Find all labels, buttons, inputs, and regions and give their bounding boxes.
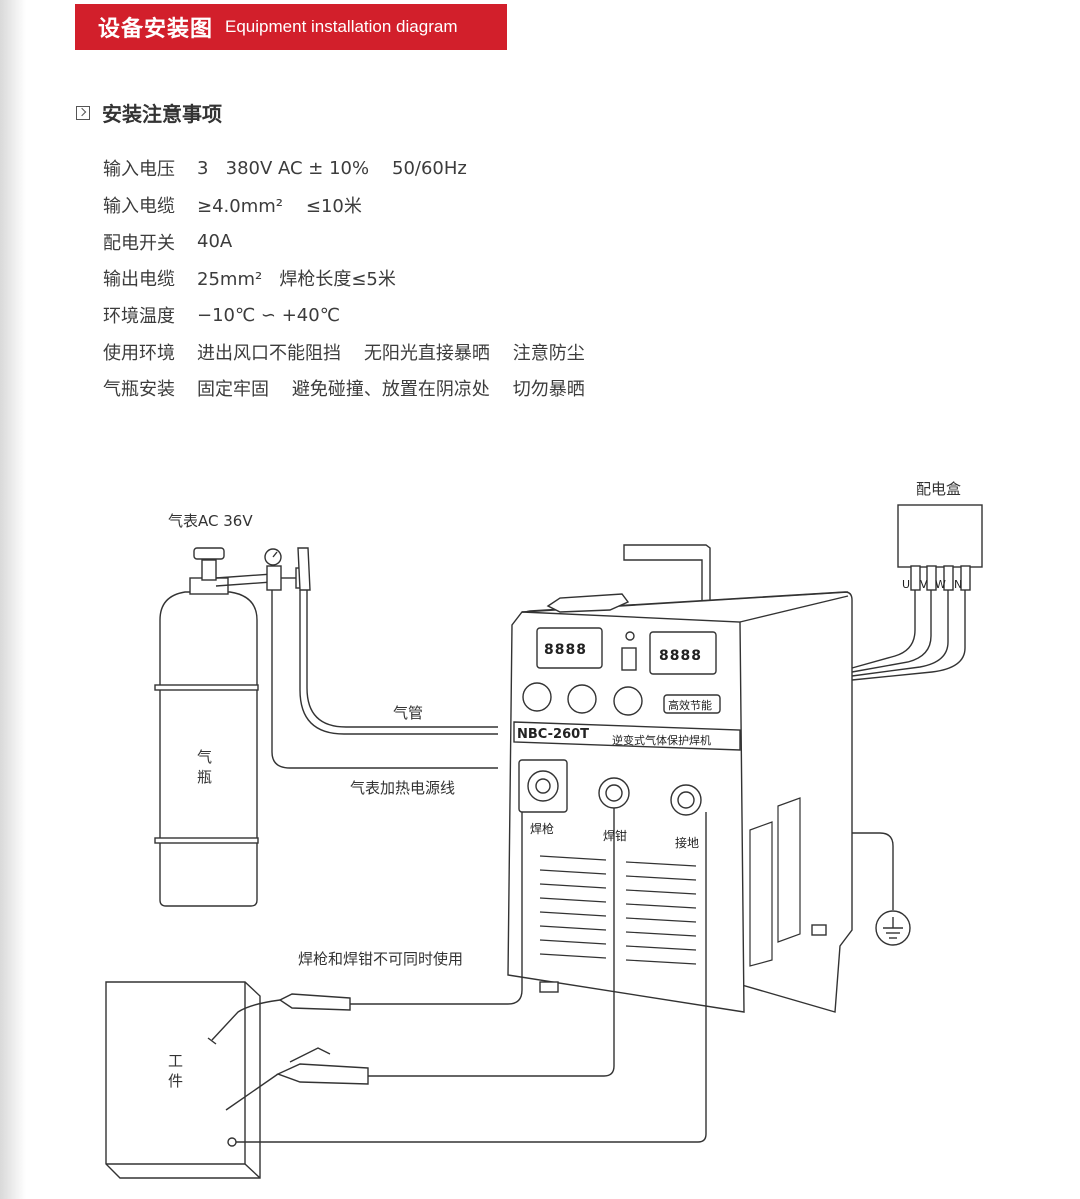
- gas-hose-label: 气管: [393, 704, 423, 722]
- spec-value: 固定牢固 避免碰撞、放置在阴凉处 切勿暴晒: [197, 379, 585, 401]
- heater-cable: 气表加热电源线: [271, 590, 498, 797]
- workpiece-label-1: 工: [168, 1052, 183, 1070]
- machine-model: NBC-260T: [517, 727, 589, 742]
- energy-badge: 高效节能: [668, 698, 712, 712]
- phase-label-n: N: [954, 578, 962, 591]
- spec-label: 输入电压: [103, 159, 175, 181]
- title-banner: 设备安装图 Equipment installation diagram: [75, 4, 507, 50]
- machine-name: 逆变式气体保护焊机: [612, 733, 711, 747]
- spec-value: 进出风口不能阻挡 无阳光直接暴晒 注意防尘: [197, 342, 585, 364]
- gauge-label: 气表AC 36V: [168, 512, 253, 530]
- display-right: 8888: [659, 648, 702, 664]
- welding-machine: 8888 8888 高效节能 NBC-260T 逆变式气体保护焊机 焊枪 焊钳 …: [507, 544, 853, 1013]
- section-title: 安装注意事项: [102, 102, 222, 126]
- spec-row-environment: 使用环境 进出风口不能阻挡 无阳光直接暴晒 注意防尘: [103, 333, 585, 370]
- electrode-holder-cable: 焊枪和焊钳不可同时使用: [225, 808, 615, 1111]
- phase-label-u: U: [902, 578, 910, 591]
- cylinder-label-1: 气: [197, 748, 212, 766]
- spec-label: 环境温度: [103, 306, 175, 328]
- gas-regulator: 气表AC 36V: [168, 512, 311, 591]
- spec-value: 25mm² 焊枪长度≤5米: [197, 269, 396, 291]
- spec-row-temperature: 环境温度 −10℃ ∽ +40℃: [103, 297, 585, 334]
- socket-label-ground: 接地: [675, 835, 699, 850]
- spec-row-output-cable: 输出电缆 25mm² 焊枪长度≤5米: [103, 260, 585, 297]
- display-left: 8888: [544, 642, 587, 658]
- socket-label-gun: 焊枪: [530, 821, 554, 836]
- spec-value: 3 380V AC ± 10% 50/60Hz: [197, 157, 467, 179]
- ground-connection: [852, 832, 911, 946]
- gas-hose: 气管: [299, 590, 498, 735]
- page-edge-shadow: [0, 0, 26, 1199]
- spec-row-cylinder: 气瓶安装 固定牢固 避免碰撞、放置在阴凉处 切勿暴晒: [103, 370, 585, 407]
- gas-cylinder: 气 瓶: [154, 547, 259, 907]
- cylinder-label-2: 瓶: [197, 768, 212, 786]
- spec-label: 气瓶安装: [103, 379, 175, 401]
- torch-cable: [207, 812, 523, 1045]
- workpiece: 工 件: [105, 981, 261, 1179]
- spec-row-switch: 配电开关 40A: [103, 223, 585, 260]
- phase-label-w: W: [935, 578, 946, 591]
- spec-label: 输出电缆: [103, 269, 175, 291]
- title-english: Equipment installation diagram: [225, 17, 458, 36]
- distribution-box-label: 配电盒: [916, 480, 961, 498]
- phase-label-v: V: [920, 578, 928, 591]
- workpiece-label-2: 件: [168, 1072, 183, 1090]
- distribution-box: 配电盒 U V W N: [851, 480, 983, 681]
- spec-label: 配电开关: [103, 232, 175, 254]
- spec-label: 使用环境: [103, 342, 175, 364]
- warning-label: 焊枪和焊钳不可同时使用: [298, 950, 463, 968]
- spec-value: 40A: [197, 231, 233, 253]
- chevron-right-icon: [76, 105, 90, 120]
- spec-row-input-voltage: 输入电压 3 380V AC ± 10% 50/60Hz: [103, 150, 585, 187]
- spec-row-input-cable: 输入电缆 ≥4.0mm² ≤10米: [103, 187, 585, 224]
- spec-list: 输入电压 3 380V AC ± 10% 50/60Hz 输入电缆 ≥4.0mm…: [103, 150, 585, 407]
- ground-cable: [227, 812, 707, 1147]
- section-header: 安装注意事项: [76, 98, 222, 127]
- spec-label: 输入电缆: [103, 196, 175, 218]
- socket-label-clamp: 焊钳: [603, 828, 627, 843]
- heater-cable-label: 气表加热电源线: [350, 779, 455, 797]
- spec-value: ≥4.0mm² ≤10米: [197, 196, 362, 218]
- spec-value: −10℃ ∽ +40℃: [197, 304, 340, 326]
- title-chinese: 设备安装图: [98, 17, 214, 42]
